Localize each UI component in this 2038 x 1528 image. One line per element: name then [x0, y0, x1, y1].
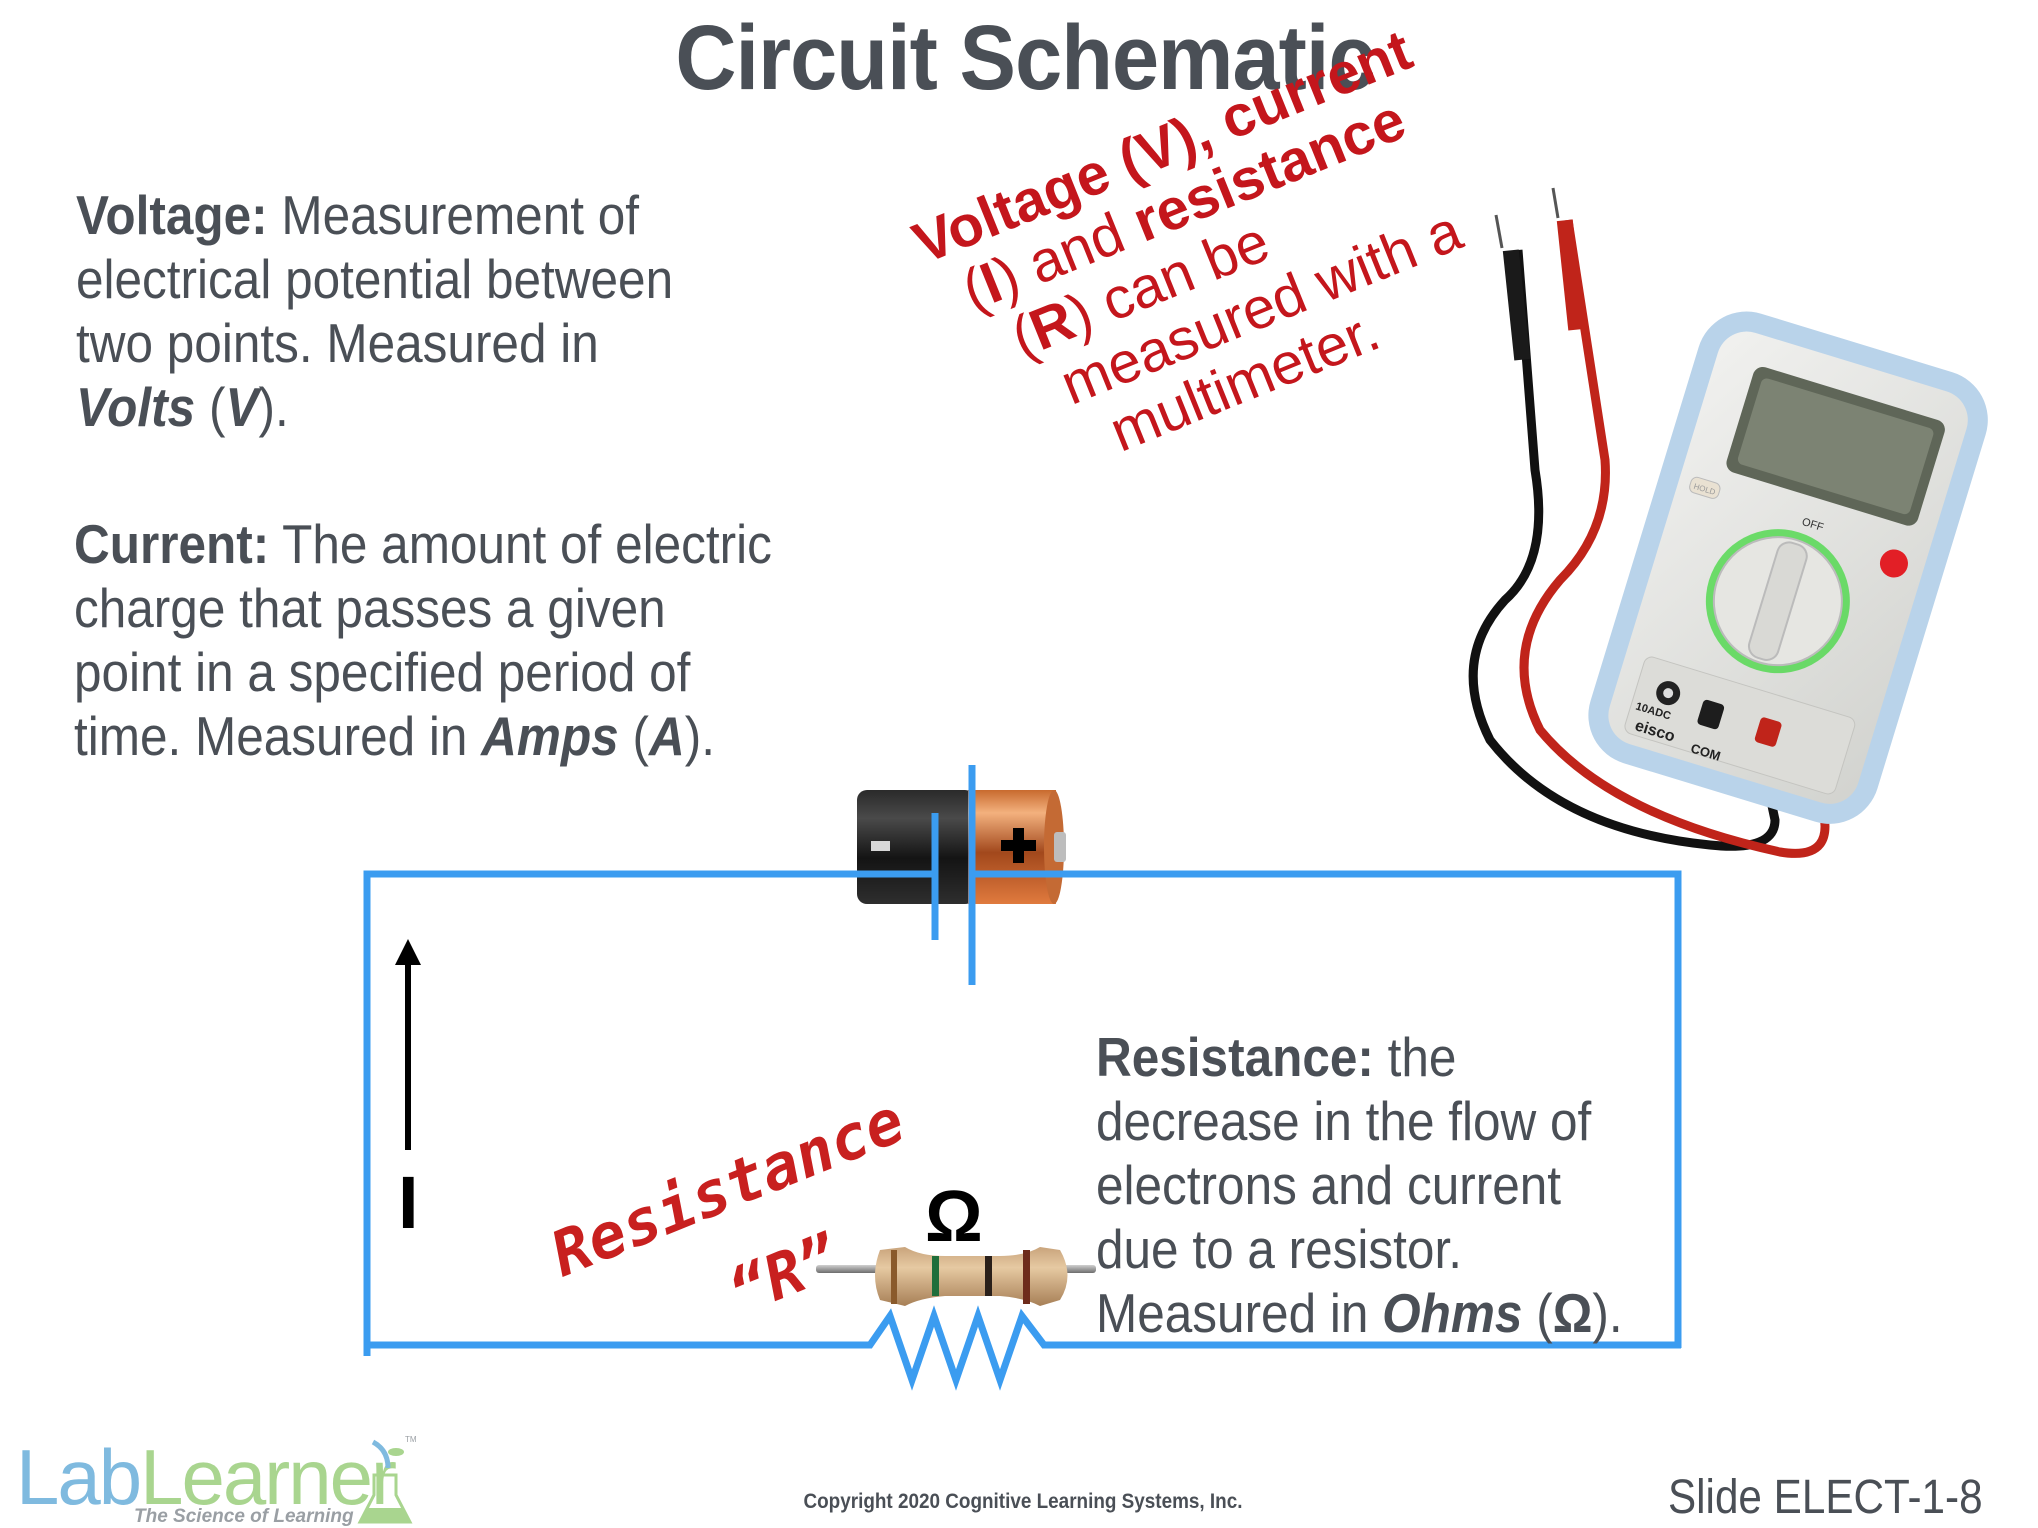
current-line: time. Measured in	[74, 705, 482, 767]
voltage-line: Measurement of	[281, 184, 640, 246]
red-probe-lead	[1519, 219, 1830, 858]
current-unit-name: Amps	[481, 705, 619, 767]
voltage-unit-name: Volts	[76, 376, 196, 438]
resistor-band	[1023, 1250, 1030, 1304]
resistance-line: due to a resistor.	[1096, 1218, 1462, 1280]
paren: (	[618, 705, 649, 767]
resistance-unit-symbol: Ω	[1552, 1282, 1593, 1344]
paren: (	[1522, 1282, 1553, 1344]
battery-icon	[857, 790, 1066, 904]
current-line: point in a specified period of	[74, 641, 691, 703]
ohm-symbol: Ω	[925, 1177, 983, 1257]
resistance-unit-name: Ohms	[1382, 1282, 1523, 1344]
logo-lab-text: Lab	[16, 1433, 142, 1521]
resistance-line: decrease in the flow of	[1096, 1090, 1592, 1152]
wire-left	[363, 870, 935, 1356]
voltage-term: Voltage:	[76, 184, 268, 246]
resistor-band	[985, 1256, 992, 1296]
resistor-band	[891, 1250, 897, 1304]
current-line: The amount of electric	[282, 513, 772, 575]
paren: ).	[258, 376, 289, 438]
battery-minus-sign	[871, 841, 890, 851]
backlight-button	[1879, 549, 1908, 578]
wire-right	[972, 870, 1682, 1348]
resistor-icon	[816, 1247, 1096, 1306]
resistor-zigzag-symbol	[364, 1305, 1681, 1391]
resistance-line: electrons and current	[1096, 1154, 1562, 1216]
current-symbol-label: I	[398, 1161, 419, 1244]
logo-learner-text: Learner	[140, 1433, 397, 1521]
circuit-wires	[363, 765, 1682, 1391]
black-probe-lead	[1468, 249, 1780, 851]
lablearner-logo: LabLearner	[16, 1432, 397, 1523]
paren: (	[195, 376, 226, 438]
voltage-line: electrical potential between	[76, 248, 674, 310]
current-unit-symbol: A	[648, 705, 685, 767]
logo-tagline: The Science of Learning	[134, 1506, 354, 1527]
voltage-definition: Voltage: Measurement of electrical poten…	[76, 183, 673, 439]
paren: ).	[684, 705, 715, 767]
red-probe	[1556, 219, 1585, 331]
voltage-line: two points. Measured in	[76, 312, 599, 374]
paren: ).	[1592, 1282, 1623, 1344]
battery-plus-sign	[1001, 828, 1036, 863]
copyright-text: Copyright 2020 Cognitive Learning System…	[803, 1490, 1243, 1513]
multimeter-icon: eisco COM 10ADC OFF HOLD	[1468, 187, 1988, 858]
resistance-line: Measured in	[1096, 1282, 1383, 1344]
resistor-band	[932, 1256, 939, 1296]
current-line: charge that passes a given	[74, 577, 666, 639]
black-probe	[1502, 249, 1531, 361]
battery-terminal	[1054, 832, 1066, 862]
current-definition: Current: The amount of electric charge t…	[74, 512, 772, 768]
resistance-definition: Resistance: the decrease in the flow of …	[1096, 1025, 1623, 1345]
slide-number-label: Slide ELECT-1-8	[1668, 1471, 1983, 1524]
resistance-term: Resistance:	[1096, 1026, 1374, 1088]
current-arrow-icon	[395, 939, 421, 1150]
current-term: Current:	[74, 513, 270, 575]
voltage-unit-symbol: V	[225, 376, 259, 438]
resistance-line: the	[1387, 1026, 1457, 1088]
slide-title: Circuit Schematic	[675, 7, 1375, 109]
